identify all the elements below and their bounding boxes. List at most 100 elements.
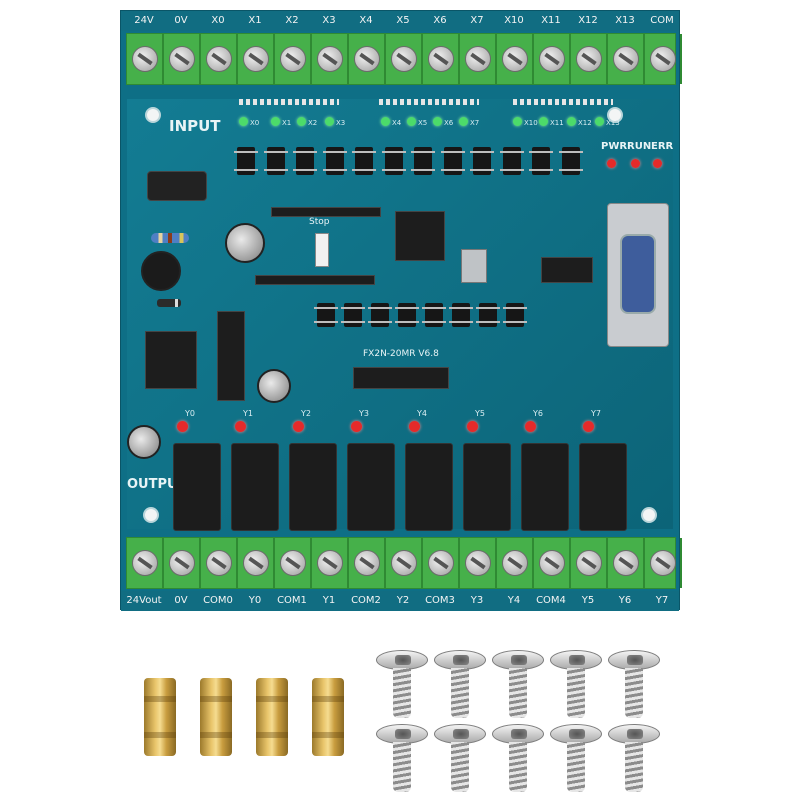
screw-head — [434, 650, 486, 670]
mounting-hole — [145, 107, 161, 123]
screw — [608, 650, 660, 720]
input-terminal — [423, 34, 460, 84]
terminal-screw — [354, 550, 380, 576]
input-pin-label: X13 — [615, 15, 635, 26]
output-led-label: Y0 — [185, 409, 195, 418]
terminal-screw — [132, 550, 158, 576]
db9-face — [620, 234, 656, 314]
screw-head — [550, 724, 602, 744]
optocoupler — [440, 147, 465, 175]
terminal-screw — [132, 46, 158, 72]
screw-shank — [567, 742, 585, 792]
terminal-divider — [680, 34, 682, 84]
screw — [376, 724, 428, 794]
terminal-screw — [169, 550, 195, 576]
terminal-screw — [317, 46, 343, 72]
input-led — [567, 117, 576, 126]
output-terminal — [608, 538, 645, 588]
optocoupler — [234, 147, 258, 175]
input-pin-label: 24V — [134, 15, 154, 26]
relay-optocoupler — [395, 303, 419, 327]
capacitor — [127, 425, 161, 459]
terminal-screw — [576, 550, 602, 576]
input-terminal — [312, 34, 349, 84]
terminal-divider — [680, 538, 682, 588]
model-label: FX2N-20MR V6.8 — [363, 349, 439, 359]
terminal-divider — [421, 538, 423, 588]
input-terminal — [497, 34, 534, 84]
terminal-divider — [347, 34, 349, 84]
output-led — [235, 421, 246, 432]
resistor-array — [239, 99, 339, 105]
input-terminal-block — [126, 33, 682, 85]
output-terminal — [201, 538, 238, 588]
terminal-divider — [458, 538, 460, 588]
brass-standoff — [256, 678, 288, 756]
input-pin-label: X7 — [470, 15, 484, 26]
resistor — [151, 233, 189, 243]
relay — [521, 443, 569, 531]
input-led — [271, 117, 280, 126]
run-led — [631, 159, 640, 168]
power-inductor — [141, 251, 181, 291]
optocoupler — [293, 147, 317, 175]
input-led-label: X5 — [418, 119, 428, 127]
screw — [492, 724, 544, 794]
relay-optocoupler — [422, 303, 446, 327]
screw-head — [376, 650, 428, 670]
terminal-divider — [384, 34, 386, 84]
input-led — [239, 117, 248, 126]
input-led — [407, 117, 416, 126]
input-led — [539, 117, 548, 126]
input-terminal — [201, 34, 238, 84]
terminal-screw — [502, 46, 528, 72]
terminal-divider — [458, 34, 460, 84]
terminal-screw — [576, 46, 602, 72]
input-pin-label: X2 — [285, 15, 299, 26]
screw-head — [608, 650, 660, 670]
err-label: ERR — [651, 141, 674, 152]
pwr-led — [607, 159, 616, 168]
db9-serial-port — [607, 203, 669, 347]
output-led — [467, 421, 478, 432]
input-led-label: X0 — [250, 119, 260, 127]
input-led — [381, 117, 390, 126]
output-terminal — [423, 538, 460, 588]
output-led — [293, 421, 304, 432]
optocoupler — [322, 147, 347, 175]
input-pin-label: 0V — [174, 15, 188, 26]
terminal-screw — [391, 550, 417, 576]
resistor-array — [513, 99, 613, 105]
relay — [579, 443, 627, 531]
screw-shank — [393, 742, 411, 792]
screw-shank — [393, 668, 411, 718]
terminal-screw — [428, 550, 454, 576]
err-led — [653, 159, 662, 168]
input-title: INPUT — [169, 117, 221, 135]
input-led — [595, 117, 604, 126]
crystal-oscillator — [461, 249, 487, 283]
relay — [405, 443, 453, 531]
output-pin-label: Y1 — [322, 595, 336, 606]
brass-standoff — [144, 678, 176, 756]
output-led-label: Y2 — [301, 409, 311, 418]
output-pin-label: Y5 — [581, 595, 595, 606]
output-led — [351, 421, 362, 432]
brass-standoff — [200, 678, 232, 756]
terminal-screw — [206, 550, 232, 576]
screw-head — [608, 724, 660, 744]
output-terminal — [497, 538, 534, 588]
stop-label: Stop — [309, 217, 330, 227]
relay — [289, 443, 337, 531]
input-pin-label: X6 — [433, 15, 447, 26]
input-terminal — [275, 34, 312, 84]
screw-head — [550, 650, 602, 670]
output-pin-label: COM0 — [203, 595, 233, 606]
terminal-screw — [243, 550, 269, 576]
terminal-divider — [310, 538, 312, 588]
input-led-label: X1 — [282, 119, 292, 127]
input-pin-label: X10 — [504, 15, 524, 26]
terminal-divider — [606, 34, 608, 84]
input-terminal — [534, 34, 571, 84]
